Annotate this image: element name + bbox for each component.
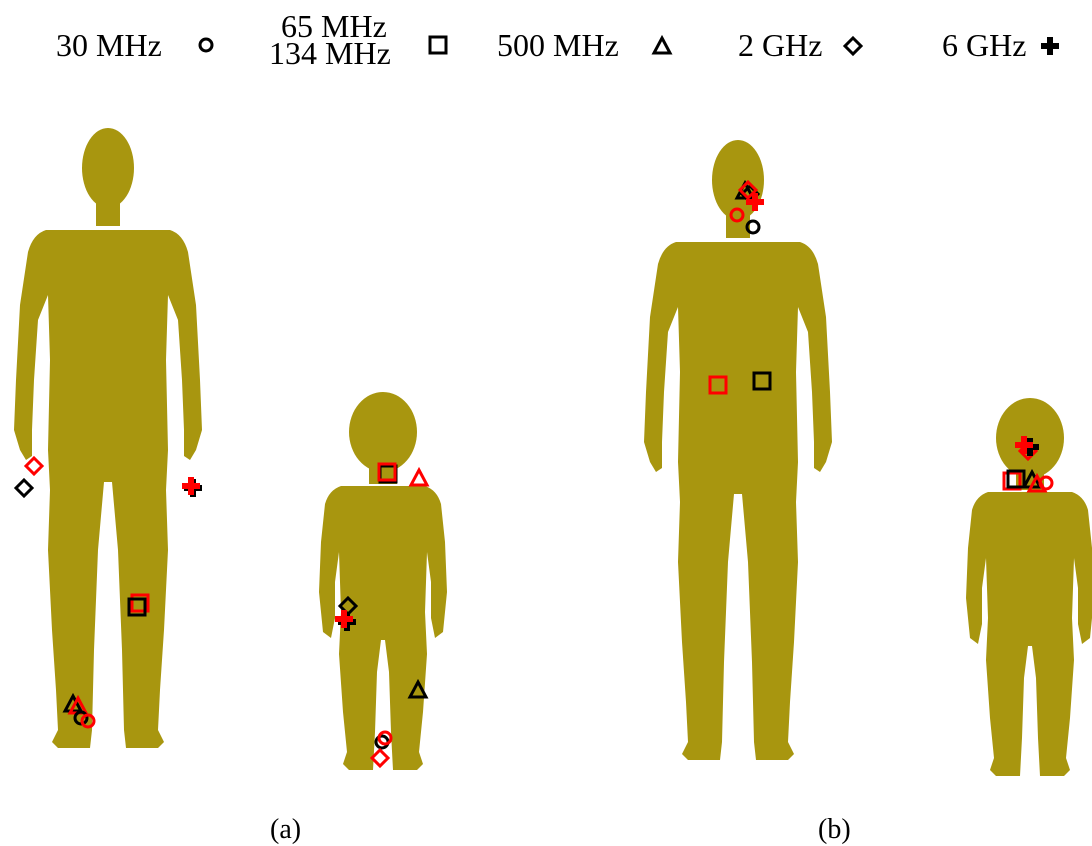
legend-label: 30 MHz [56,27,162,63]
plus-marker [182,477,200,495]
diamond-marker [16,480,32,496]
adult-figure [14,128,202,748]
legend-item-65-134mhz: 65 MHz 134 MHz [269,8,446,71]
legend-item-30mhz: 30 MHz [56,27,212,63]
diamond-marker [372,750,388,766]
diamond-marker [26,458,42,474]
legend-item-2ghz: 2 GHz [738,27,861,63]
panel-caption: (a) [270,814,301,845]
legend-item-6ghz: 6 GHz [942,27,1059,63]
legend-item-500mhz: 500 MHz [497,27,670,63]
panel-a: (a) [14,128,447,845]
circle-icon [200,39,212,51]
panel-b: (b) [644,140,1092,845]
diamond-icon [845,38,861,54]
child-figure [319,392,447,770]
panel-caption: (b) [818,814,851,845]
legend-label: 500 MHz [497,27,619,63]
triangle-icon [654,38,670,53]
legend-label-second: 134 MHz [269,35,391,71]
legend-label: 6 GHz [942,27,1026,63]
plus-icon [1041,37,1059,55]
adult-figure [644,140,832,760]
legend: 30 MHz 65 MHz 134 MHz 500 MHz 2 GHz 6 GH… [56,8,1059,71]
square-icon [430,37,446,53]
triangle-marker [411,470,427,485]
legend-label: 2 GHz [738,27,822,63]
